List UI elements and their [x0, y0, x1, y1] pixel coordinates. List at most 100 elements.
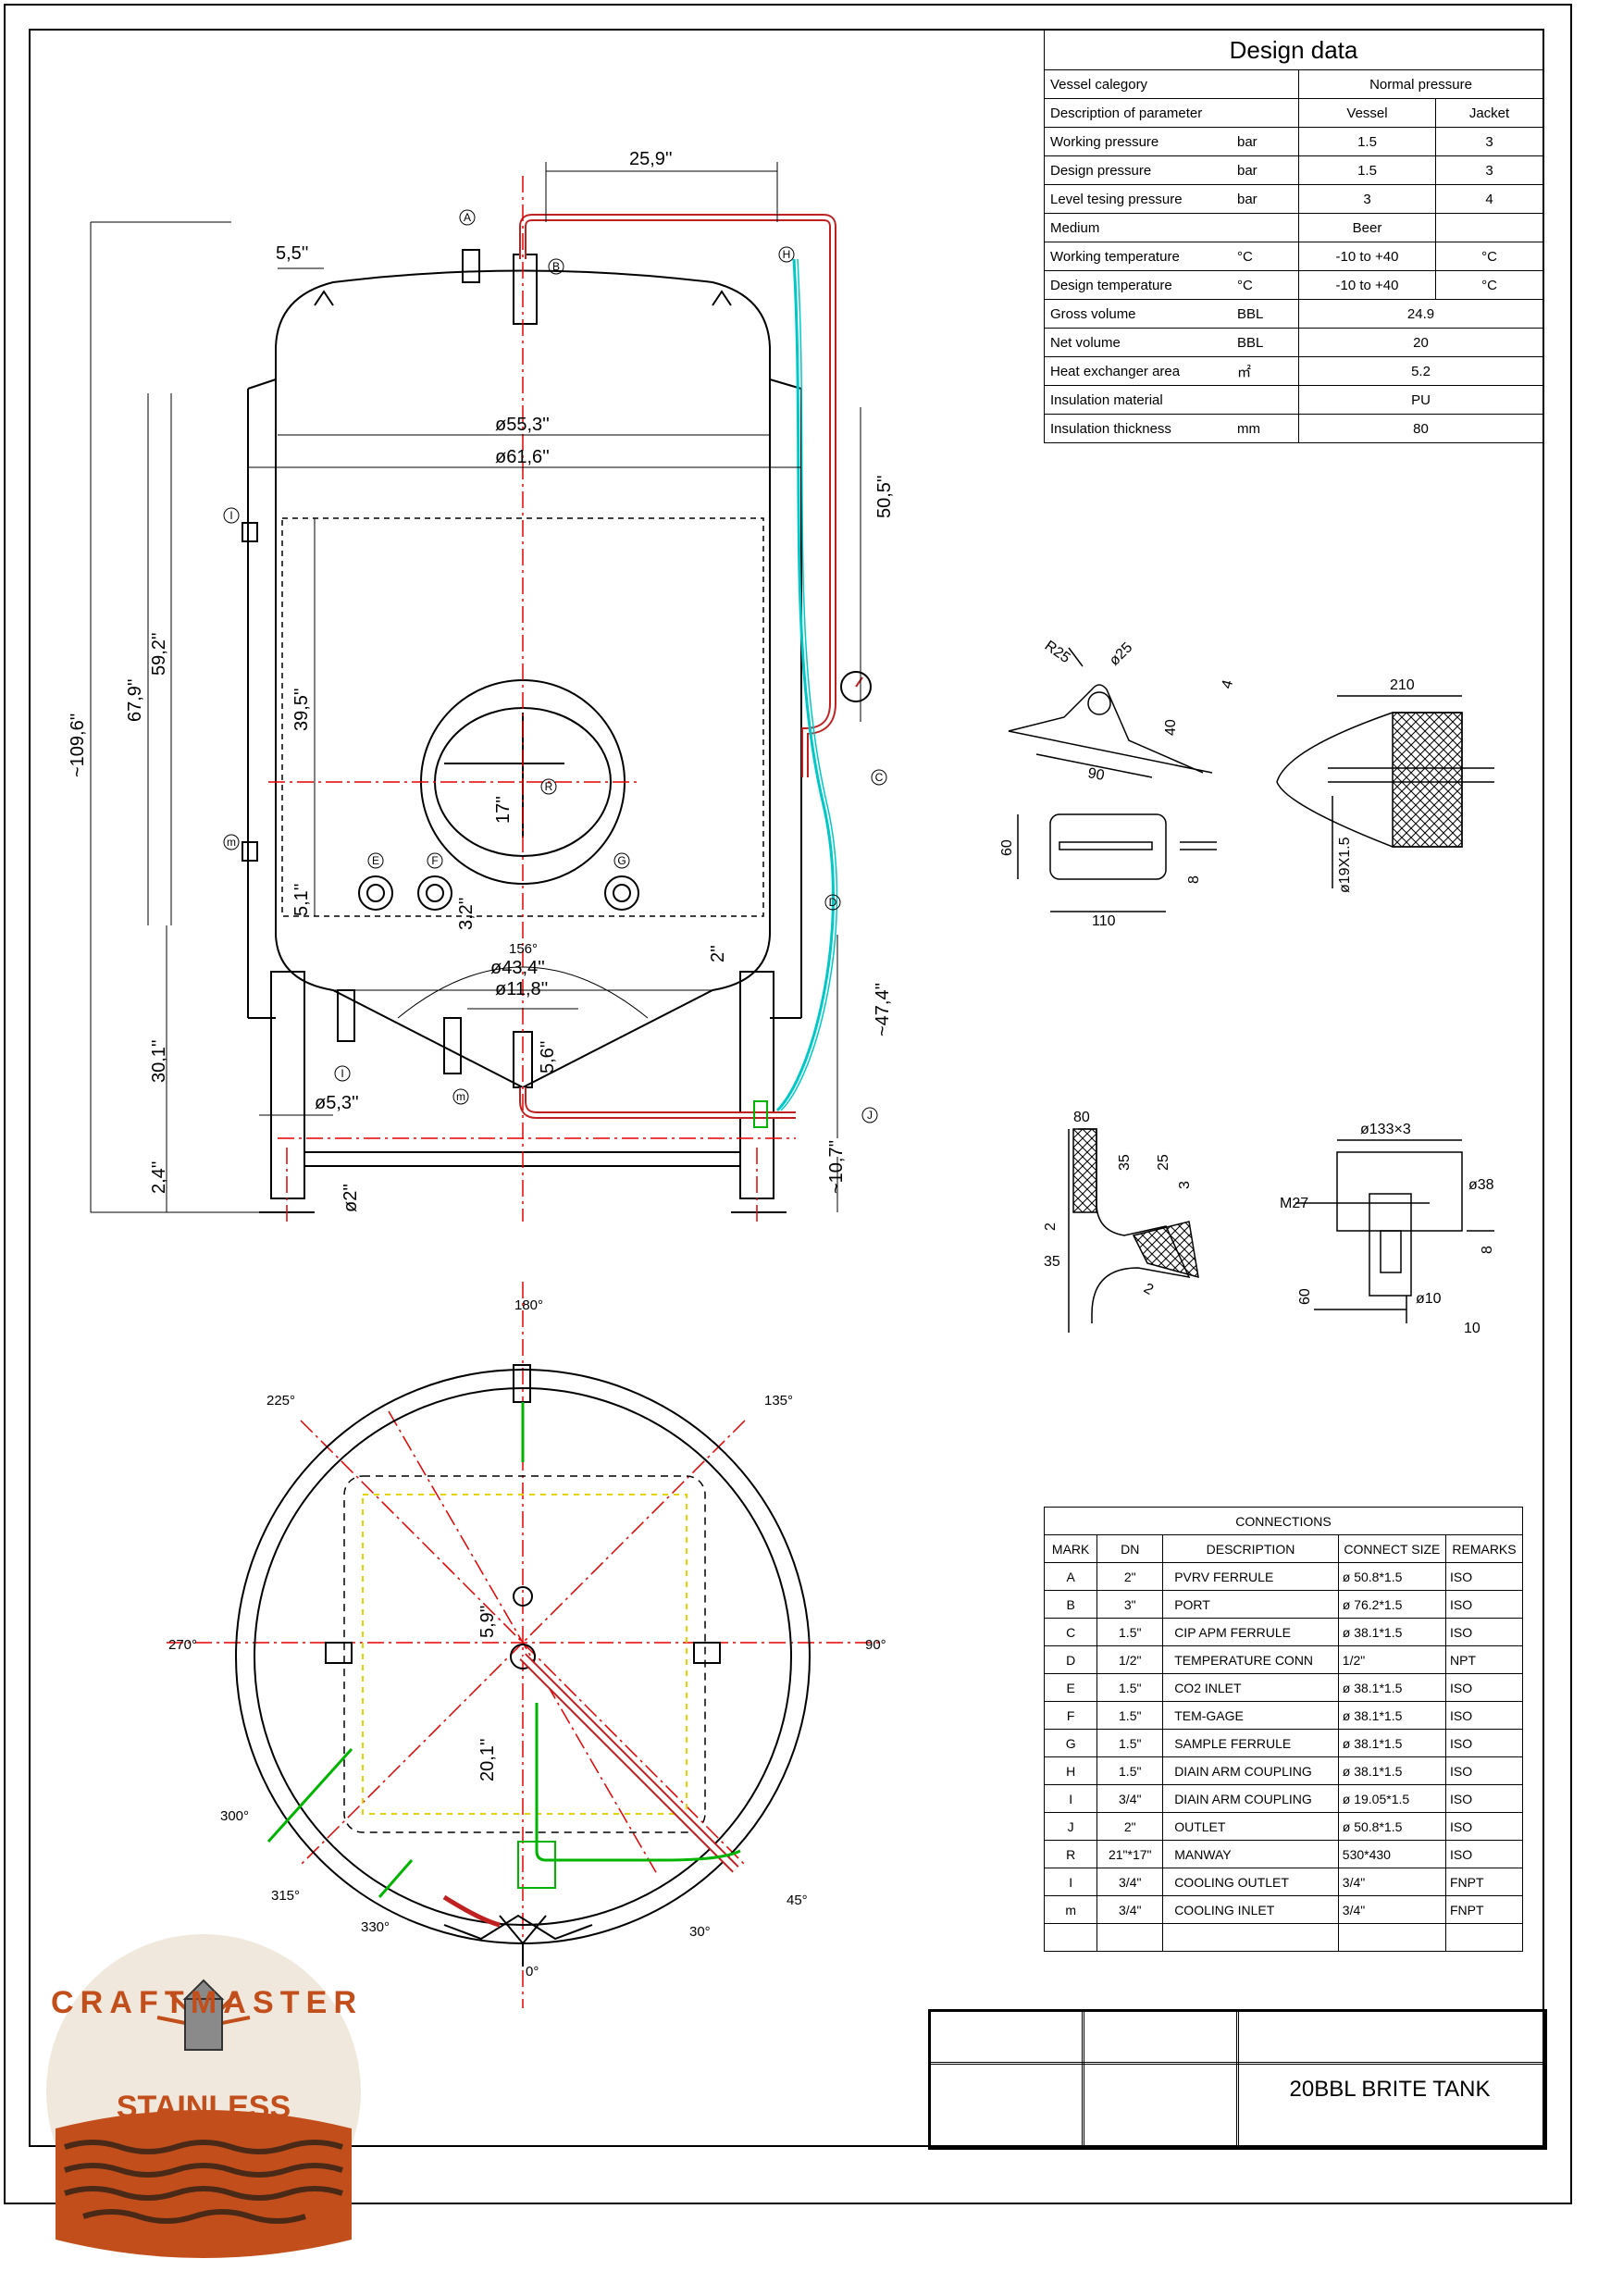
drawing-title: 20BBL BRITE TANK [1289, 2077, 1491, 2102]
connection-row [1043, 1923, 1523, 1952]
design-unit [1232, 98, 1299, 128]
connection-cell: MANWAY [1162, 1840, 1339, 1868]
design-unit: bar [1232, 155, 1299, 185]
connection-cell [1096, 1923, 1164, 1952]
connections-header: REMARKS [1445, 1534, 1523, 1563]
connection-cell: E [1043, 1673, 1098, 1702]
design-vessel-value: 1.5 [1298, 155, 1436, 185]
tb-cell [1082, 2011, 1239, 2065]
dim-port-height: 5,1'' [291, 884, 312, 916]
dim-bottom-clear: ~10,7'' [826, 1140, 847, 1194]
design-unit: BBL [1232, 299, 1299, 329]
svg-text:R: R [545, 780, 553, 793]
design-vessel-value: Vessel [1298, 98, 1436, 128]
logo-top-text: CRAFTMASTER [51, 1985, 356, 2020]
dim-outer-dia: ø61,6'' [495, 447, 550, 467]
connection-cell: TEMPERATURE CONN [1162, 1645, 1339, 1674]
tb-cell [1082, 2062, 1239, 2148]
elevation-view [242, 249, 802, 1213]
inner-border [29, 29, 1544, 2147]
connection-cell: 1.5" [1096, 1729, 1164, 1757]
design-value: PU [1298, 385, 1543, 415]
svg-text:ø38: ø38 [1468, 1177, 1494, 1193]
design-jacket-value: 3 [1435, 155, 1543, 185]
connection-cell: OUTLET [1162, 1812, 1339, 1841]
connection-cell: DIAIN ARM COUPLING [1162, 1784, 1339, 1813]
svg-text:C: C [875, 771, 884, 784]
dim-port-offset: 3,2'' [456, 898, 477, 930]
connection-cell: ø 38.1*1.5 [1337, 1756, 1447, 1785]
dim-shell-height: 67,9'' [125, 678, 145, 722]
dim-cone-dia2: ø11,8'' [495, 979, 548, 999]
svg-text:2: 2 [1141, 1281, 1156, 1298]
connection-cell: 21"*17" [1096, 1840, 1164, 1868]
dim-manway-small: 17'' [493, 796, 514, 824]
svg-text:60: 60 [1297, 1288, 1313, 1305]
connection-cell: 3/4" [1096, 1784, 1164, 1813]
connection-cell: 1.5" [1096, 1756, 1164, 1785]
connection-cell: 3/4" [1096, 1868, 1164, 1896]
dim-inner-dia: ø55,3'' [495, 415, 550, 435]
connection-cell: m [1043, 1895, 1098, 1924]
svg-text:90: 90 [1086, 765, 1106, 784]
connection-cell: CIP APM FERRULE [1162, 1618, 1339, 1646]
svg-text:8: 8 [1186, 875, 1202, 884]
plan-dim-text: 5,9'' 20,1'' 180° 135° 225° 90° 270° 300… [168, 1297, 886, 1980]
dim-left-offset: 5,5'' [276, 243, 308, 264]
angle-315: 315° [271, 1888, 300, 1904]
plan-view [235, 1364, 811, 1967]
connections-header: CONNECT SIZE [1337, 1534, 1447, 1563]
design-unit [1232, 385, 1299, 415]
angle-270: 270° [168, 1637, 197, 1653]
connection-cell: 530*430 [1337, 1840, 1447, 1868]
svg-text:80: 80 [1073, 1110, 1090, 1125]
design-label: Design temperature [1044, 270, 1232, 300]
connection-cell: 1.5" [1096, 1701, 1164, 1730]
connection-cell: TEM-GAGE [1162, 1701, 1339, 1730]
plan-piping [266, 1402, 741, 1928]
connection-cell [1043, 1923, 1098, 1952]
logo-bottom-text: STAINLESS [117, 2090, 291, 2125]
connection-cell: ISO [1445, 1590, 1523, 1619]
design-vessel-value: Beer [1298, 213, 1436, 242]
dim-foot-height: 2,4'' [149, 1161, 169, 1194]
svg-text:210: 210 [1390, 677, 1415, 693]
angle-90: 90° [865, 1637, 886, 1653]
detail-insulation-text: 210 ø19X1.5 [1337, 677, 1415, 893]
connection-cell: I [1043, 1868, 1098, 1896]
connections-header: DN [1096, 1534, 1164, 1563]
connection-cell: ISO [1445, 1701, 1523, 1730]
design-unit: ㎡ [1232, 356, 1299, 386]
design-row: Design temperature°C-10 to +40°C [1044, 270, 1543, 300]
connection-cell: 1.5" [1096, 1618, 1164, 1646]
connection-cell: ISO [1445, 1840, 1523, 1868]
dim-plan-radius1: 5,9'' [477, 1606, 498, 1638]
angle-30: 30° [689, 1924, 711, 1940]
svg-text:35: 35 [1044, 1254, 1060, 1270]
svg-text:M27: M27 [1280, 1196, 1308, 1211]
dim-overall-height: ~109,6'' [68, 714, 88, 777]
connection-cell: C [1043, 1618, 1098, 1646]
dim-plan-radius2: 20,1'' [477, 1738, 498, 1781]
detail-plate [1017, 813, 1217, 912]
connection-cell: 3/4" [1337, 1868, 1447, 1896]
angle-225: 225° [266, 1393, 295, 1409]
connection-cell: SAMPLE FERRULE [1162, 1729, 1339, 1757]
svg-text:I: I [341, 1067, 343, 1080]
design-label: Gross volume [1044, 299, 1232, 329]
connections-header: MARK [1043, 1534, 1098, 1563]
design-unit: mm [1232, 414, 1299, 443]
svg-text:3: 3 [1177, 1181, 1193, 1189]
angle-300: 300° [220, 1808, 249, 1824]
elevation-markers [223, 209, 887, 1123]
